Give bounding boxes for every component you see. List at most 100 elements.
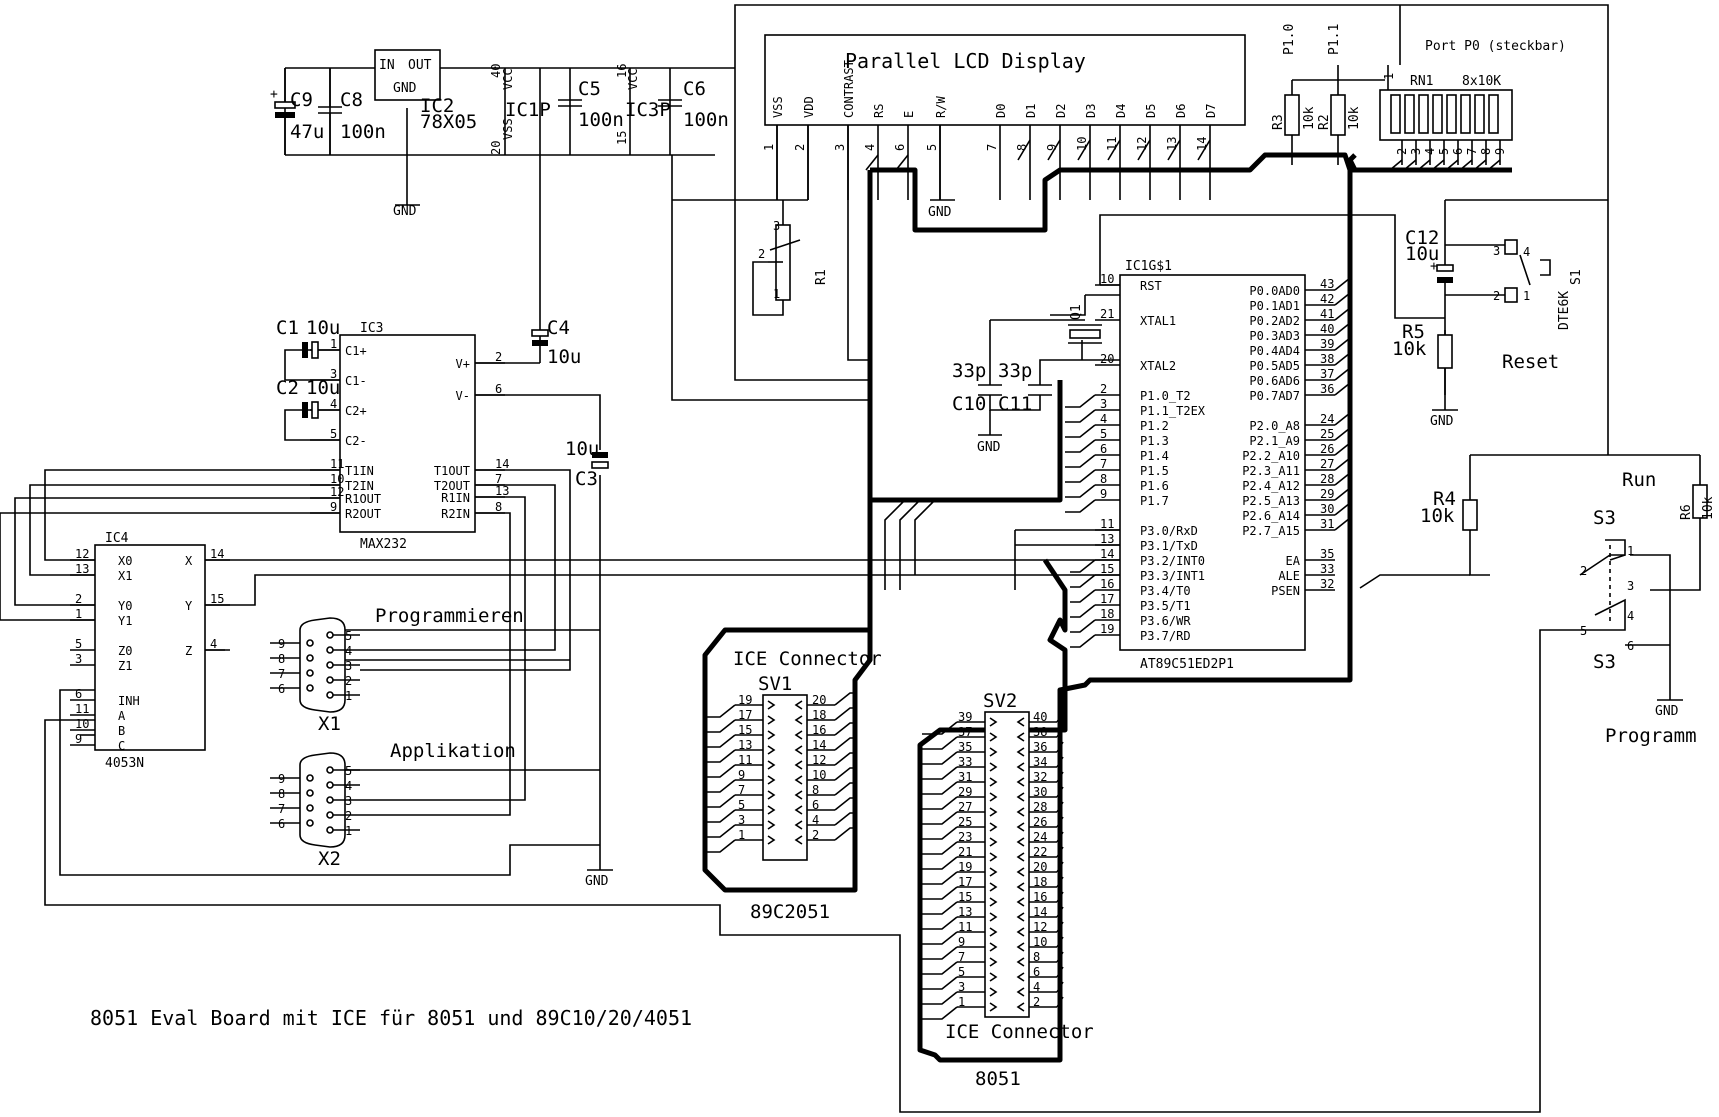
mcu-bus-stub xyxy=(1070,574,1096,588)
sv2-bus-stub xyxy=(922,931,958,945)
sv2-pin-number: 26 xyxy=(1033,815,1047,829)
lcd-pin-label: D4 xyxy=(1114,104,1128,118)
mcu-pin-label: P2.7_A15 xyxy=(1242,524,1300,538)
svg-text:3: 3 xyxy=(1627,579,1634,593)
sv1-bus-stub xyxy=(707,809,736,823)
sv1-bus-stub xyxy=(834,812,853,826)
sv1-bus-stub xyxy=(707,749,736,763)
mcu-bus-stub xyxy=(1334,517,1351,531)
sv2-pin-number: 25 xyxy=(958,815,972,829)
sv1-pin-number: 18 xyxy=(812,708,826,722)
dsub-pin-number: 6 xyxy=(278,817,285,831)
board-title: 8051 Eval Board mit ICE für 8051 und 89C… xyxy=(90,1006,692,1030)
svg-text:GND: GND xyxy=(585,874,609,889)
mcu-pin-label: P0.5AD5 xyxy=(1249,359,1300,373)
wires xyxy=(0,4,1701,1113)
rn1-pin-number: 9 xyxy=(1493,148,1507,155)
sv2-pin-number: 19 xyxy=(958,860,972,874)
mcu-pin-number: 35 xyxy=(1320,547,1334,561)
mux-pin-label: Z0 xyxy=(118,644,132,658)
sv1-pin-number: 15 xyxy=(738,723,752,737)
sv2-bus-stub xyxy=(1056,756,1064,768)
mcu-pin-number: 6 xyxy=(1100,442,1107,456)
sv1-pin-number: 3 xyxy=(738,813,745,827)
gnd-label: GND xyxy=(393,204,417,219)
svg-text:10k: 10k xyxy=(1302,106,1317,130)
c8-value: 100n xyxy=(340,121,386,143)
sv1-pin-number: 9 xyxy=(738,768,745,782)
mux-pin-number: 1 xyxy=(75,607,82,621)
c11-capacitor: 33p C11 xyxy=(998,360,1052,415)
mcu-pin-number: 17 xyxy=(1100,592,1114,606)
mcu-bus-stub xyxy=(1065,409,1096,423)
lcd-pin-number: 13 xyxy=(1165,137,1179,151)
ic2-gnd: GND xyxy=(393,81,417,96)
max232-pin-label: R1IN xyxy=(441,491,470,505)
svg-text:GND: GND xyxy=(1430,414,1454,429)
sv2-bus-stub xyxy=(1056,906,1064,918)
svg-text:DTE6K: DTE6K xyxy=(1557,291,1572,330)
rn1-pin-number: 7 xyxy=(1465,148,1479,155)
lcd-pin-number: 8 xyxy=(1015,144,1029,151)
dsub-pin-dot xyxy=(306,654,314,662)
mcu-pin-label: P3.0/RxD xyxy=(1140,524,1198,538)
max232-pin-label: C1+ xyxy=(345,344,367,358)
svg-text:10k: 10k xyxy=(1347,106,1362,130)
sv2-pin-mark xyxy=(989,972,1025,982)
mcu-pin-label: P0.6AD6 xyxy=(1249,374,1300,388)
mcu-pin-label: P0.7AD7 xyxy=(1249,389,1300,403)
mux-pin-label: Y1 xyxy=(118,614,132,628)
mcu-bus-stub xyxy=(1334,277,1351,291)
lcd-pin-number: 11 xyxy=(1105,137,1119,151)
c3-capacitor: 10u C3 xyxy=(565,438,609,490)
svg-text:3: 3 xyxy=(1493,244,1500,258)
sv1-bus-stub xyxy=(834,692,853,706)
mcu-pin-number: 18 xyxy=(1100,607,1114,621)
svg-text:C4: C4 xyxy=(547,317,570,339)
mcu-pin-number: 5 xyxy=(1100,427,1107,441)
sv2-bus-stub xyxy=(922,826,958,840)
c9-label: C9 xyxy=(290,89,313,111)
rn1-element xyxy=(1446,94,1457,134)
svg-text:1: 1 xyxy=(773,287,780,301)
mcu-pin-label: P3.1/TxD xyxy=(1140,539,1198,553)
svg-text:GND: GND xyxy=(1655,704,1679,719)
mcu-pin-label: PSEN xyxy=(1271,584,1300,598)
sv2-bus-stub xyxy=(1056,801,1064,813)
mux-pin-number: 12 xyxy=(75,547,89,561)
sv2-bus-stub xyxy=(1056,726,1064,738)
sv1-bus-stub xyxy=(707,734,736,748)
sv1-pin-number: 19 xyxy=(738,693,752,707)
mux-pin-label: X xyxy=(185,554,193,568)
sv2-pin-mark xyxy=(989,1002,1025,1012)
svg-text:C10: C10 xyxy=(952,393,986,415)
mcu-pin-label: ALE xyxy=(1278,569,1300,583)
sv2-pin-mark xyxy=(989,717,1025,727)
svg-text:X1: X1 xyxy=(318,713,341,735)
svg-text:2: 2 xyxy=(758,247,765,261)
mcu-pin-number: 26 xyxy=(1320,442,1334,456)
mcu-pin-number: 19 xyxy=(1100,622,1114,636)
mcu-bus-stub xyxy=(1070,559,1096,573)
sv1-pin-number: 11 xyxy=(738,753,752,767)
sv2-pin-number: 29 xyxy=(958,785,972,799)
sv1-pin-number: 13 xyxy=(738,738,752,752)
mcu-pin-label: P2.2_A10 xyxy=(1242,449,1300,463)
mcu-pin-number: 39 xyxy=(1320,337,1334,351)
svg-text:1: 1 xyxy=(1523,289,1530,303)
mcu-pin-label: P3.3/INT1 xyxy=(1140,569,1205,583)
sv1-pin-mark xyxy=(767,715,803,725)
mux-pin-number: 11 xyxy=(75,702,89,716)
sv2-pin-mark xyxy=(989,822,1025,832)
mcu-bus-stub xyxy=(1070,604,1096,618)
rn1-element xyxy=(1418,94,1429,134)
sv2-pin-mark xyxy=(989,912,1025,922)
svg-text:GND: GND xyxy=(977,440,1001,455)
dsub-pin-dot xyxy=(306,684,314,692)
sv1-pin-number: 16 xyxy=(812,723,826,737)
sv2-pin-number: 22 xyxy=(1033,845,1047,859)
